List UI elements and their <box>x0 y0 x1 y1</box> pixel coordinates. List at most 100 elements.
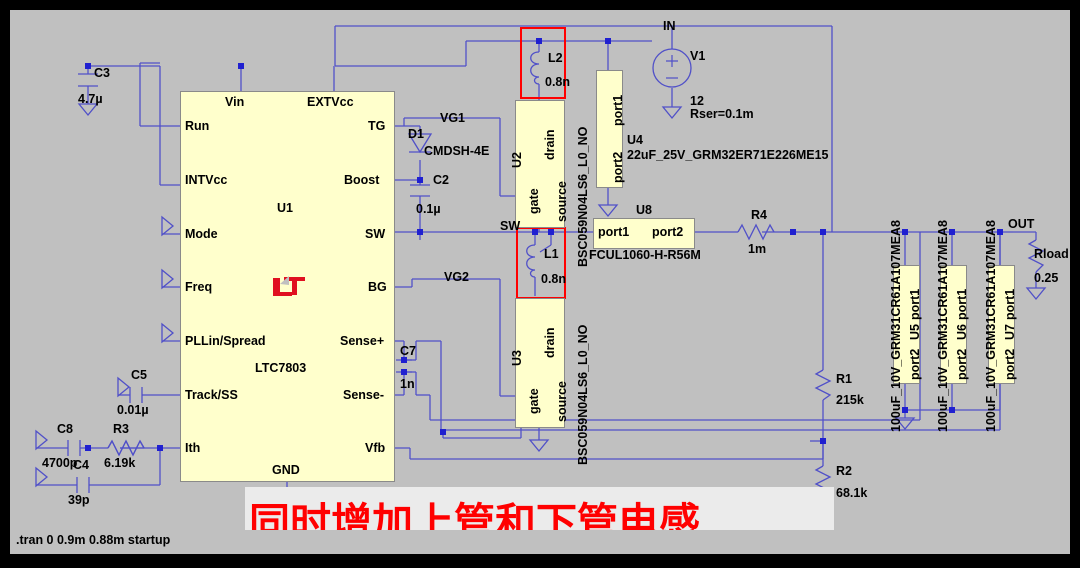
net-label-in: IN <box>663 19 676 33</box>
wires <box>36 25 1037 508</box>
ic-part-ltc7803: LTC7803 <box>255 361 307 375</box>
comp-val-c3: 4.7µ <box>78 92 103 106</box>
comp-ref-r1: R1 <box>836 372 852 386</box>
comp-ref-c3: C3 <box>94 66 110 80</box>
block-u4-body[interactable] <box>596 70 623 188</box>
block-u5-pin-port1: port1 <box>908 288 922 320</box>
ic-u1-body[interactable] <box>180 91 395 482</box>
comp-ref-c4: C4 <box>73 458 89 472</box>
pin-label-boost: Boost <box>344 173 380 187</box>
highlight-l1 <box>516 227 566 299</box>
mosfet-u2-part: BSC059N04LS6_L0_NO <box>576 126 590 267</box>
net-label-sw: SW <box>500 219 521 233</box>
sim-directive-text: .tran 0 0.9m 0.88m startup <box>16 533 171 547</box>
block-u8-pin-port2: port2 <box>652 225 684 239</box>
comp-ref-rload: Rload <box>1034 247 1069 261</box>
mosfet-u3-pin-source: source <box>555 381 569 422</box>
comp-val-l1: 0.8n <box>541 272 567 286</box>
highlight-l2 <box>520 27 566 99</box>
block-u7-pin-port1: port1 <box>1003 288 1017 320</box>
comp-val-c4: 39p <box>68 493 90 507</box>
mosfet-u3-pin-drain: drain <box>543 327 557 358</box>
mosfet-u3-part: BSC059N04LS6_L0_NO <box>576 324 590 465</box>
block-u8-part: FCUL1060-H-R56M <box>589 248 701 262</box>
block-u7-part: 100uF_10V_GRM31CR61A107MEA8 <box>984 220 998 432</box>
pin-label-vfb: Vfb <box>365 441 386 455</box>
comp-ref-v1: V1 <box>690 49 706 63</box>
comp-ref-d1: D1 <box>408 127 424 141</box>
mosfet-u2-pin-source: source <box>555 181 569 222</box>
pin-label-pllin: PLLin/Spread <box>185 334 266 348</box>
pin-label-tg: TG <box>368 119 386 133</box>
block-u7-pin-port2: port2 <box>1003 348 1017 380</box>
pin-label-ith: Ith <box>185 441 201 455</box>
pin-label-intvcc: INTVcc <box>185 173 228 187</box>
block-u7-ref: U7 <box>1003 324 1017 340</box>
block-u6-pin-port1: port1 <box>955 288 969 320</box>
pin-label-freq: Freq <box>185 280 213 294</box>
comp-val-r3: 6.19k <box>104 456 136 470</box>
comp-ref-c7: C7 <box>400 344 416 358</box>
comp-ref-r4: R4 <box>751 208 767 222</box>
block-u4-ref: U4 <box>627 133 643 147</box>
comp-ref-l1: L1 <box>544 247 559 261</box>
net-label-vg2: VG2 <box>444 270 470 284</box>
block-u8-body[interactable] <box>593 218 695 249</box>
mosfet-u2-pin-gate: gate <box>527 188 541 214</box>
block-u7-body[interactable] <box>988 265 1015 384</box>
block-u5-ref: U5 <box>908 324 922 340</box>
comp-val-c2: 0.1µ <box>416 202 441 216</box>
mosfet-u3-ref: U3 <box>510 350 524 366</box>
comp-ref-c8: C8 <box>57 422 73 436</box>
block-u6-part: 100uF_10V_GRM31CR61A107MEA8 <box>936 220 950 432</box>
comp-val-c7: 1n <box>400 377 415 391</box>
mosfet-u2-pin-drain: drain <box>543 129 557 160</box>
comp-ref-l2: L2 <box>548 51 563 65</box>
comp-val-r2: 68.1k <box>836 486 868 500</box>
pin-label-run: Run <box>185 119 210 133</box>
ic-ref-u1: U1 <box>277 201 293 215</box>
net-label-out: OUT <box>1008 217 1035 231</box>
net-label-vg1: VG1 <box>440 111 466 125</box>
pin-label-mode: Mode <box>185 227 218 241</box>
comp-val-d1: CMDSH-4E <box>424 144 490 158</box>
pin-label-gnd: GND <box>272 463 300 477</box>
pin-label-sw: SW <box>365 227 386 241</box>
mosfet-u3-body[interactable] <box>515 298 565 428</box>
block-u8-pin-port1: port1 <box>598 225 630 239</box>
block-u5-part: 100uF_10V_GRM31CR61A107MEA8 <box>889 220 903 432</box>
comp-val-r1: 215k <box>836 393 864 407</box>
status-bar: .tran 0 0.9m 0.88m startup <box>10 530 1070 554</box>
comp-val-l2: 0.8n <box>545 75 571 89</box>
comp-val2-v1: Rser=0.1m <box>690 107 754 121</box>
linear-technology-logo <box>271 274 307 300</box>
comp-ref-r2: R2 <box>836 464 852 478</box>
pin-label-bg: BG <box>368 280 387 294</box>
block-u6-pin-port2: port2 <box>955 348 969 380</box>
pin-label-extvcc: EXTVcc <box>307 95 354 109</box>
block-u8-ref: U8 <box>636 203 652 217</box>
block-u4-part: 22uF_25V_GRM32ER71E226ME15 <box>627 148 829 162</box>
mosfet-u2-body[interactable] <box>515 100 565 228</box>
block-u4-pin-port1: port1 <box>611 94 625 126</box>
comp-val-c8: 4700p <box>42 456 78 470</box>
comp-ref-c2: C2 <box>433 173 449 187</box>
comp-ref-c5: C5 <box>131 368 147 382</box>
block-u6-body[interactable] <box>940 265 967 384</box>
comp-val-r4: 1m <box>748 242 767 256</box>
comp-ref-r3: R3 <box>113 422 129 436</box>
pin-label-trackss: Track/SS <box>185 388 238 402</box>
block-u5-pin-port2: port2 <box>908 348 922 380</box>
annotation-background <box>245 487 834 534</box>
pin-label-vin: Vin <box>225 95 245 109</box>
junction-dots <box>85 38 1003 451</box>
pin-label-sense-n: Sense- <box>343 388 384 402</box>
block-u4-pin-port2: port2 <box>611 151 625 183</box>
mosfet-u2-ref: U2 <box>510 152 524 168</box>
block-u5-body[interactable] <box>893 265 920 384</box>
pin-label-sense-p: Sense+ <box>340 334 385 348</box>
block-u6-ref: U6 <box>955 324 969 340</box>
comp-val-rload: 0.25 <box>1034 271 1059 285</box>
comp-val-c5: 0.01µ <box>117 403 149 417</box>
